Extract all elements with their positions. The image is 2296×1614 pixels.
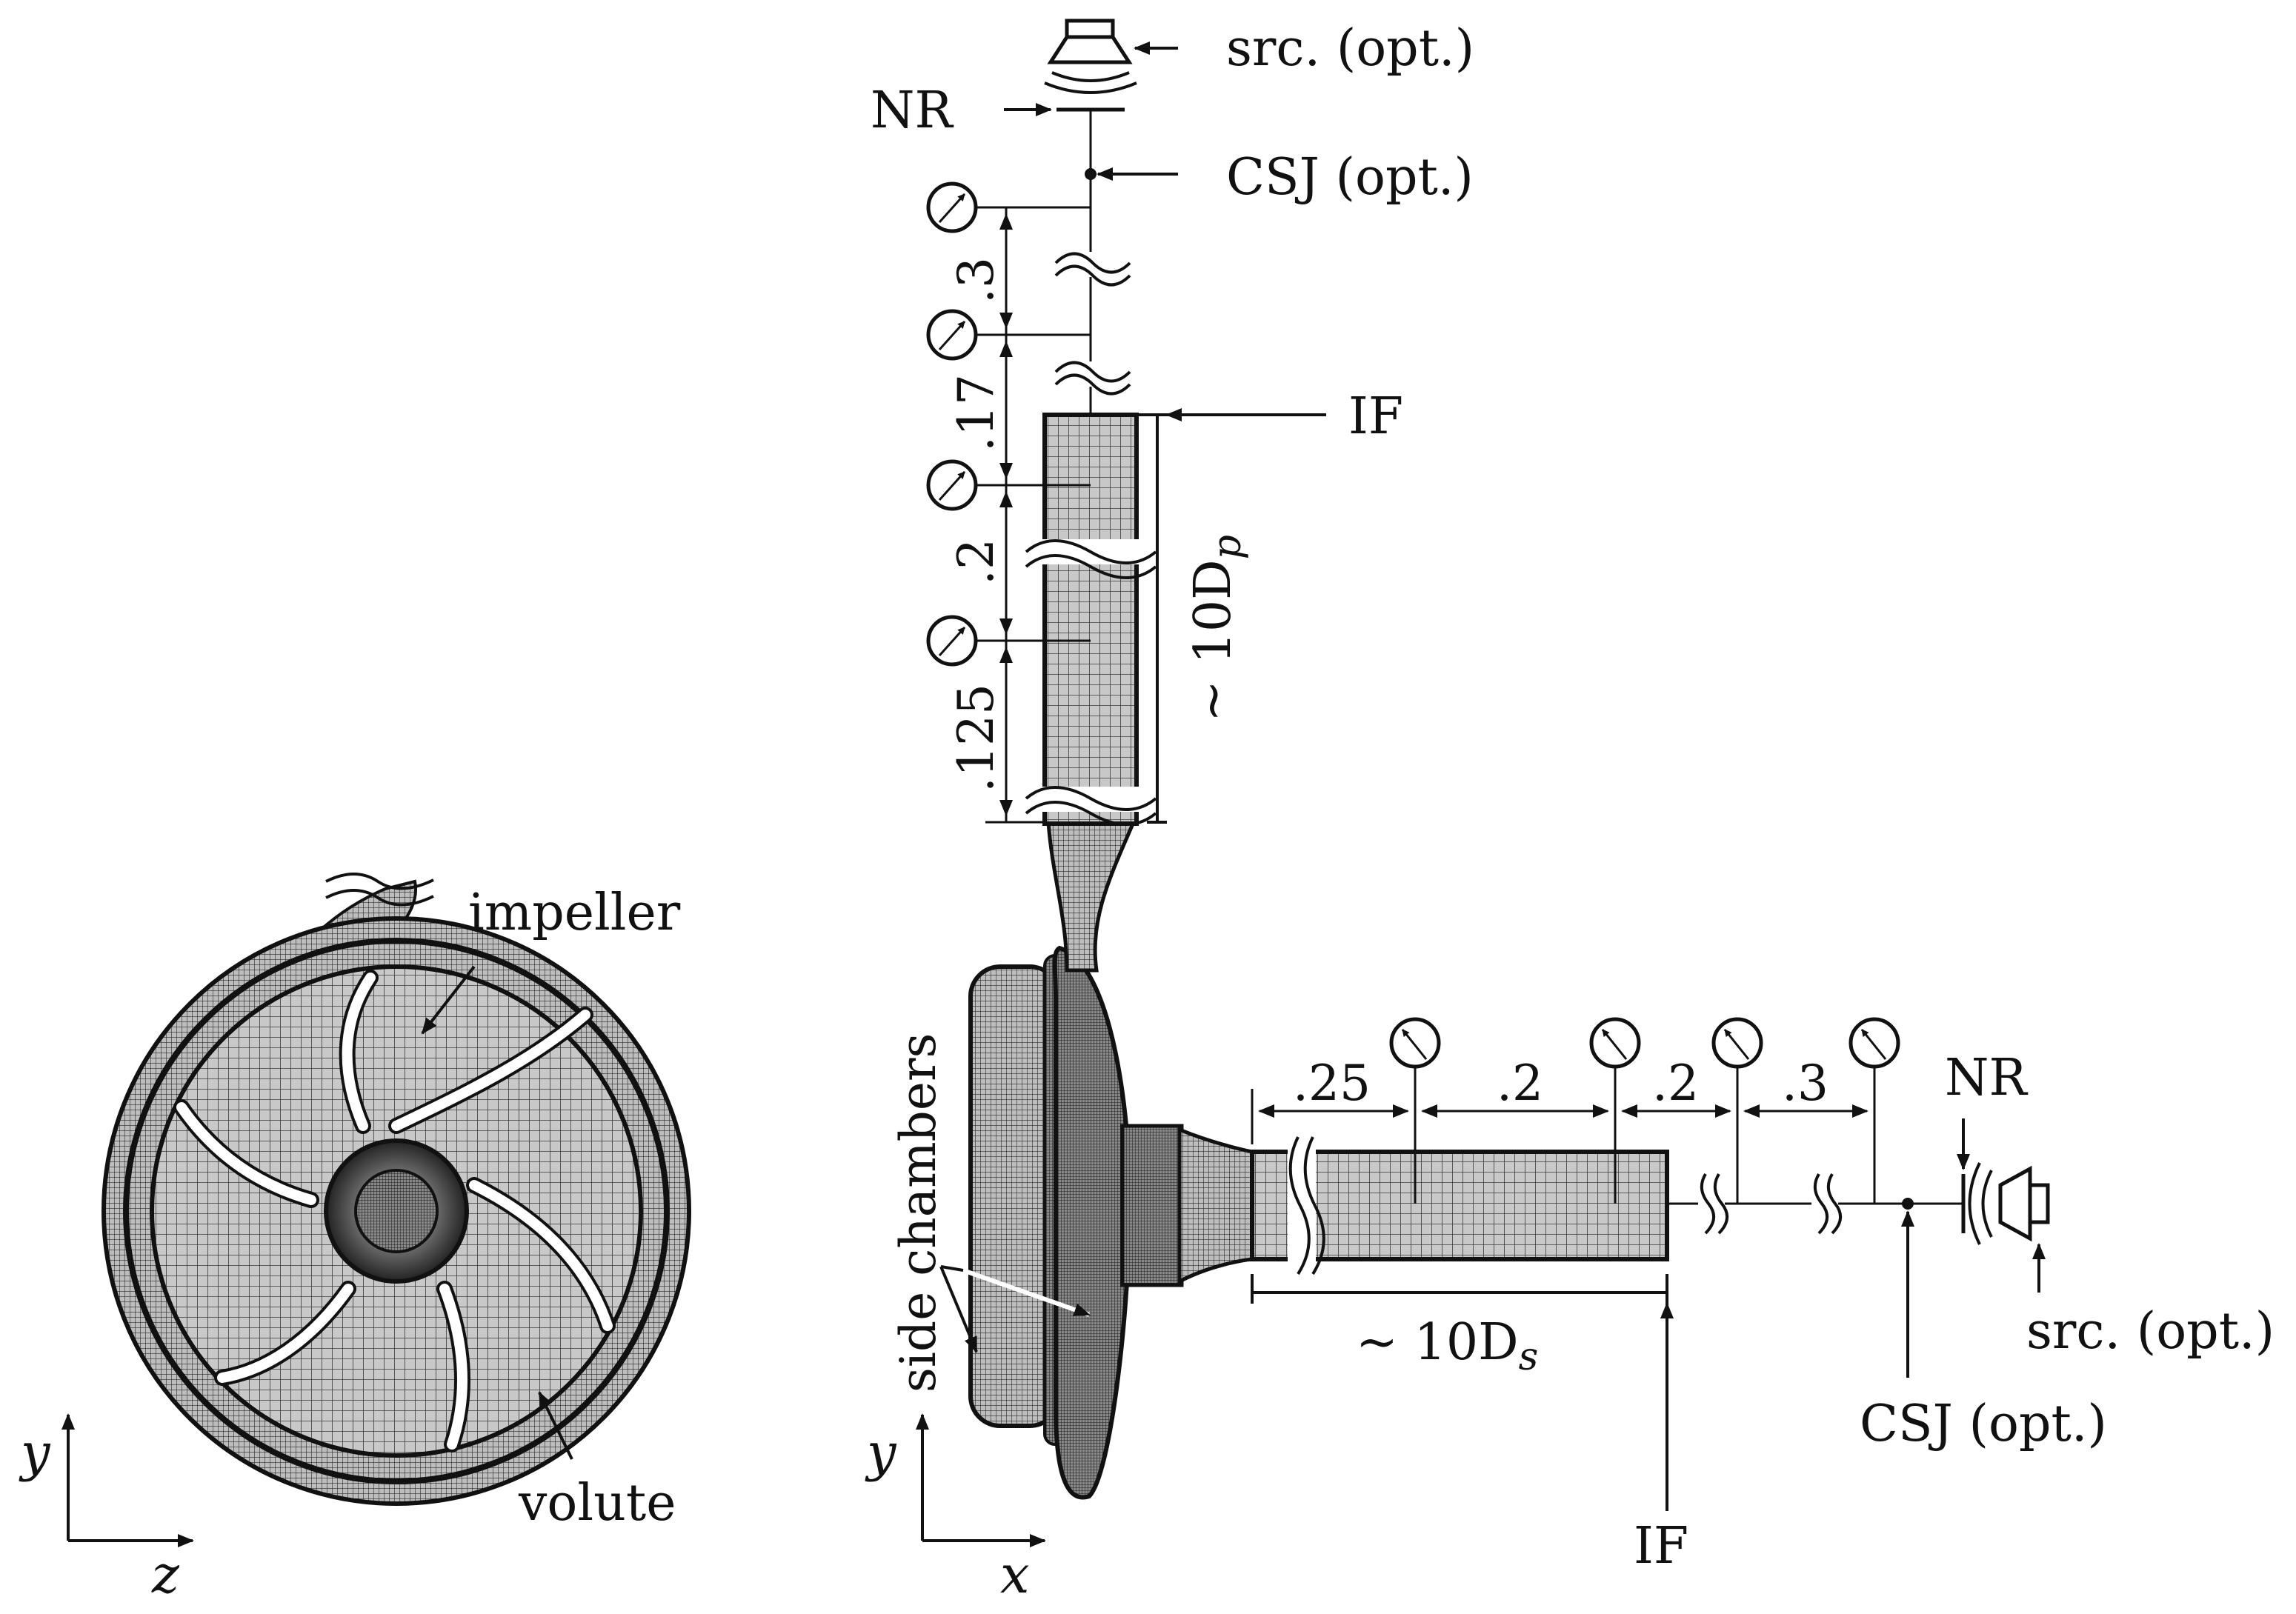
suction-spacing-label: .3 [1782,1055,1829,1112]
side-chambers-label: side chambers [890,1033,947,1393]
suction-csj-label: CSJ (opt.) [1860,1395,2107,1453]
discharge-spacing-label: .2 [948,538,1005,585]
pressure-gauge-icon [926,181,1091,233]
discharge-pipe-breaks [1022,539,1159,826]
axis-label-y: y [865,1422,897,1483]
volute-label: volute [518,1474,676,1533]
suction-spacing-label: .2 [1497,1055,1543,1112]
pressure-gauge-icon [926,459,1091,511]
suction-pipe [1250,1150,1669,1261]
pressure-gauge-icon [926,309,1091,361]
suction-hub [1120,1124,1184,1287]
break-symbol [325,873,434,907]
pressure-gauge-icon [1849,1017,1900,1204]
discharge-spacing-label: .125 [948,684,1005,793]
suction-pipe-break [1288,1133,1325,1278]
suction-cone [1177,1127,1254,1285]
pressure-gauge-icon [1389,1017,1441,1204]
suction-src-label: src. (opt.) [2026,1302,2275,1361]
discharge-csj-point [1085,168,1097,180]
suction-line: CSJ (opt.) NR src. (opt.) IF ~ 10Ds [1251,1017,2275,1575]
discharge-diffuser [1046,820,1137,973]
pressure-gauge-icon [1589,1017,1641,1204]
discharge-if-label: IF [1348,387,1403,446]
axis-label-z: z [151,1544,180,1605]
right-view: side chambers y x NR [865,19,2275,1605]
axes-yz: y z [19,1413,194,1605]
suction-speaker-icon [1968,1162,2050,1245]
axis-label-y: y [19,1422,51,1483]
suction-length-label: ~ 10Ds [1356,1313,1538,1379]
axis-label-x: x [1000,1544,1029,1605]
suction-if-label: IF [1634,1517,1688,1575]
suction-spacing-label: .2 [1652,1055,1699,1112]
suction-spacing-label: .25 [1293,1055,1371,1112]
pressure-gauge-icon [926,615,1091,667]
discharge-line: NR CSJ (opt.) src. (opt.) IF ~ 10Dp [871,19,1474,824]
discharge-speaker-icon [1044,19,1137,94]
discharge-nr-label: NR [871,81,954,140]
discharge-src-label: src. (opt.) [1226,19,1474,78]
suction-nr-label: NR [1945,1049,2029,1107]
suction-sensors: .25 .2 .2 .3 [1251,1017,1900,1204]
discharge-csj-label: CSJ (opt.) [1226,148,1474,207]
discharge-pipe [1042,413,1139,826]
left-view: impeller volute y z [19,873,691,1605]
impeller-label: impeller [468,884,681,942]
discharge-length-label: ~ 10Dp [1184,535,1250,722]
impeller-blades [173,970,616,1453]
axes-yx: y x [865,1413,1046,1605]
impeller-side-profile [1052,945,1133,1500]
pressure-gauge-icon [1711,1017,1763,1204]
suction-csj-point [1902,1198,1914,1210]
discharge-spacing-label: .3 [948,257,1005,304]
discharge-sensors: .3 .17 .2 .125 [926,181,1091,824]
discharge-spacing-label: .17 [948,374,1005,452]
